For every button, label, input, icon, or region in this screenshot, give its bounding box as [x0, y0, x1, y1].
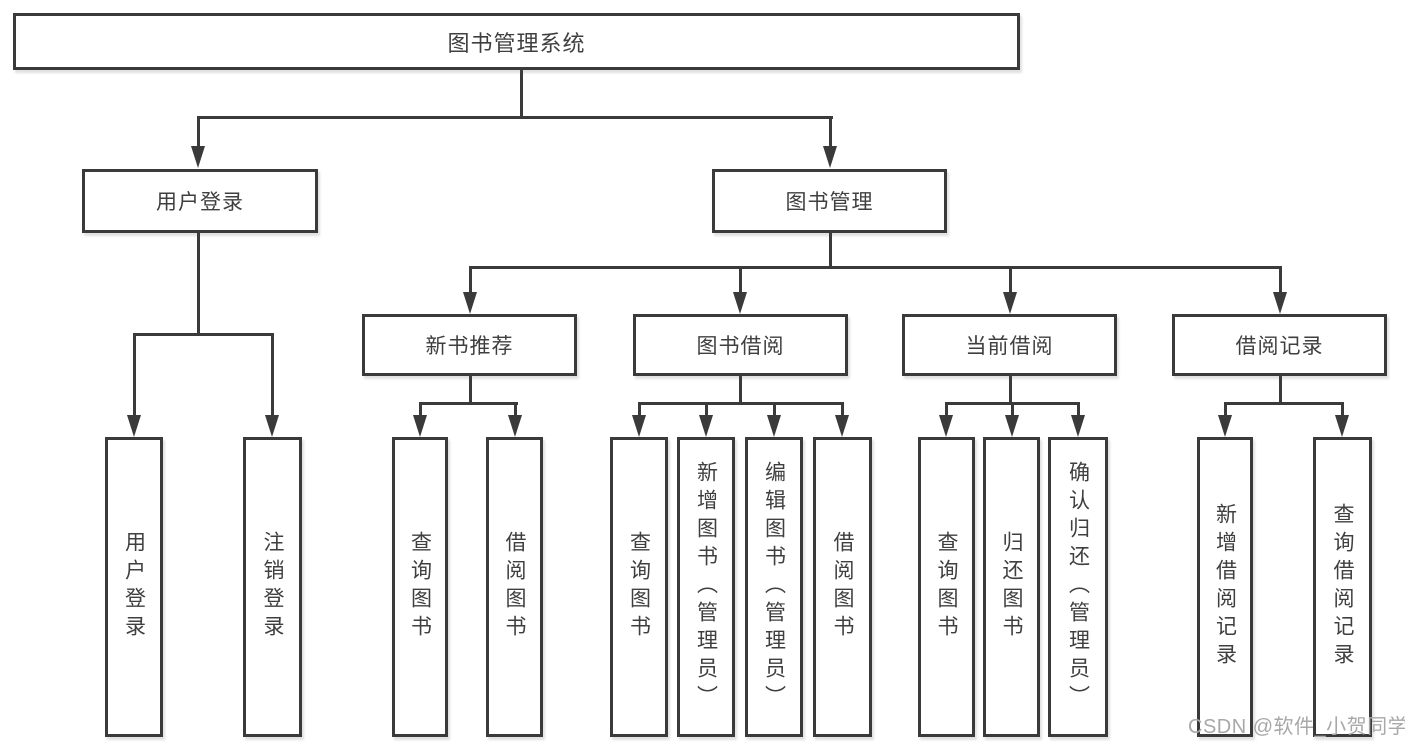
- node-label: 图书管理: [785, 191, 874, 214]
- node-label: 借阅图书: [831, 531, 854, 643]
- connector-line: [739, 376, 742, 405]
- node-label: 图书管理系统: [447, 30, 586, 56]
- node-label: 用户登录: [122, 531, 146, 643]
- connector-line: [1279, 376, 1282, 405]
- node-confirm-return-admin: 确认归还（管理员）: [1048, 437, 1108, 737]
- node-label: 查询图书: [627, 531, 651, 643]
- arrowhead-icon: [413, 415, 427, 437]
- arrowhead-icon: [265, 415, 279, 437]
- node-book-borrow: 图书借阅: [633, 314, 848, 376]
- connector-line: [945, 402, 948, 416]
- connector-line: [1077, 402, 1080, 416]
- arrowhead-icon: [1005, 415, 1019, 437]
- node-current-borrow: 当前借阅: [902, 314, 1117, 376]
- node-label: 图书借阅: [696, 335, 785, 358]
- node-label: 查询图书: [935, 531, 958, 643]
- connector-line: [638, 402, 844, 405]
- node-query-borrow-record: 查询借阅记录: [1313, 437, 1372, 737]
- node-logout-leaf: 注销登录: [243, 437, 302, 737]
- arrowhead-icon: [835, 415, 849, 437]
- node-add-borrow-record: 新增借阅记录: [1197, 437, 1253, 737]
- arrowhead-icon: [1273, 292, 1287, 314]
- node-label: 借阅图书: [503, 531, 526, 643]
- connector-line: [133, 333, 136, 417]
- connector-line: [271, 333, 274, 417]
- connector-line: [469, 266, 1282, 269]
- arrowhead-icon: [767, 415, 781, 437]
- arrowhead-icon: [463, 292, 477, 314]
- arrowhead-icon: [939, 415, 953, 437]
- connector-line: [197, 116, 833, 119]
- arrowhead-icon: [699, 415, 713, 437]
- node-label: 借阅记录: [1235, 335, 1324, 358]
- node-query-books-under-borrow: 查询图书: [610, 437, 668, 737]
- connector-line: [1224, 402, 1344, 405]
- connector-line: [419, 402, 422, 416]
- connector-line: [514, 402, 517, 416]
- node-label: 注销登录: [261, 531, 284, 643]
- node-label: 查询借阅记录: [1331, 503, 1354, 671]
- node-label: 当前借阅: [965, 335, 1054, 358]
- connector-line: [1341, 402, 1344, 416]
- arrowhead-icon: [508, 415, 522, 437]
- arrowhead-icon: [1335, 415, 1349, 437]
- node-label: 编辑图书（管理员）: [762, 461, 786, 713]
- connector-line: [829, 233, 832, 269]
- arrowhead-icon: [632, 415, 646, 437]
- node-query-books-under-current: 查询图书: [918, 437, 975, 737]
- node-return-books-leaf: 归还图书: [983, 437, 1040, 737]
- connector-line: [705, 402, 708, 416]
- node-label: 归还图书: [1000, 531, 1023, 643]
- connector-line: [739, 266, 742, 294]
- arrowhead-icon: [191, 146, 205, 168]
- node-new-book-recommend: 新书推荐: [362, 314, 577, 376]
- connector-line: [197, 233, 200, 336]
- connector-line: [1011, 402, 1014, 416]
- connector-line: [520, 70, 523, 118]
- node-label: 查询图书: [408, 531, 432, 643]
- connector-line: [1279, 266, 1282, 294]
- connector-line: [197, 116, 200, 147]
- connector-line: [638, 402, 641, 416]
- connector-line: [1009, 266, 1012, 294]
- connector-line: [1009, 376, 1012, 405]
- node-borrow-books-leaf: 借阅图书: [813, 437, 872, 737]
- arrowhead-icon: [1003, 292, 1017, 314]
- node-user-login-leaf: 用户登录: [105, 437, 163, 737]
- node-library-management-system: 图书管理系统: [13, 13, 1020, 70]
- csdn-watermark: CSDN @软件_小贺同学: [1188, 716, 1405, 738]
- connector-line: [419, 402, 518, 405]
- node-label: 新书推荐: [425, 335, 514, 358]
- node-add-books-admin: 新增图书（管理员）: [677, 437, 735, 737]
- node-borrow-record: 借阅记录: [1172, 314, 1387, 376]
- node-label: 用户登录: [156, 191, 244, 214]
- node-edit-books-admin: 编辑图书（管理员）: [745, 437, 803, 737]
- node-user-login: 用户登录: [82, 169, 318, 233]
- node-query-books-under-recommend: 查询图书: [392, 437, 448, 737]
- node-label: 新增借阅记录: [1213, 503, 1237, 671]
- node-borrow-books-under-recommend: 借阅图书: [486, 437, 543, 737]
- node-label: 新增图书（管理员）: [694, 461, 718, 713]
- arrowhead-icon: [823, 146, 837, 168]
- connector-line: [469, 266, 472, 294]
- arrowhead-icon: [127, 415, 141, 437]
- connector-line: [469, 376, 472, 405]
- node-book-management: 图书管理: [712, 169, 947, 233]
- connector-line: [773, 402, 776, 416]
- arrowhead-icon: [733, 292, 747, 314]
- node-label: 确认归还（管理员）: [1066, 461, 1090, 713]
- connector-line: [841, 402, 844, 416]
- connector-line: [829, 116, 832, 147]
- connector-line: [133, 333, 274, 336]
- connector-line: [1224, 402, 1227, 416]
- arrowhead-icon: [1071, 415, 1085, 437]
- arrowhead-icon: [1218, 415, 1232, 437]
